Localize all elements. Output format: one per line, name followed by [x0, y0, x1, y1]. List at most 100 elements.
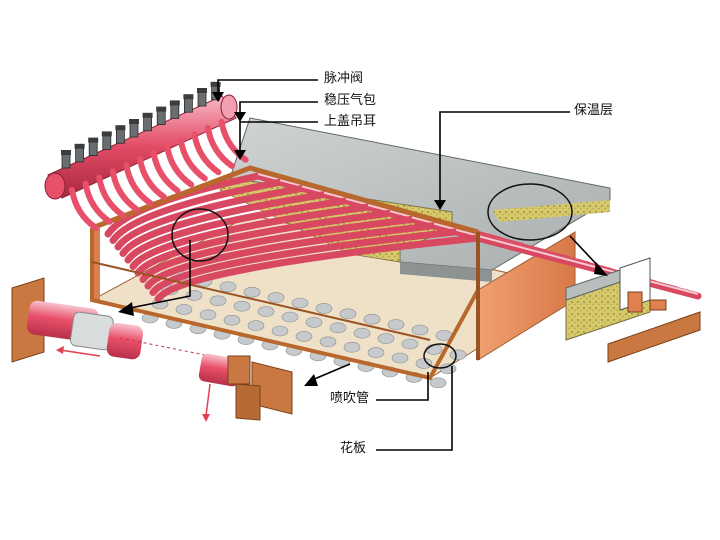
pulse-valve-cap	[210, 81, 221, 87]
pulse-valve-cap	[74, 143, 85, 149]
tube-sheet-hole	[219, 281, 237, 293]
tube-sheet-hole	[185, 290, 203, 301]
pulse-valve-cap	[156, 106, 167, 112]
valve-elbow	[191, 131, 222, 176]
pulse-valve	[102, 134, 112, 150]
leader-arrowheads	[118, 92, 608, 386]
pulse-valve	[170, 104, 180, 119]
pulse-valve-cap	[129, 119, 139, 124]
tube-sheet-hole	[411, 324, 429, 336]
tube-sheet-hole	[209, 295, 227, 307]
blow-pipe	[129, 203, 592, 270]
blow-pipe	[124, 197, 570, 264]
frame-front	[90, 228, 480, 381]
tube-sheet-hole	[271, 325, 289, 337]
tube-sheet-hole	[223, 314, 241, 326]
valve-elbow	[205, 125, 235, 169]
tube-sheet-hole	[353, 327, 371, 339]
label-header-tank: 稳压气包	[324, 93, 377, 108]
valve-elbows	[69, 118, 249, 231]
pulse-valve	[143, 116, 153, 132]
tube-sheet-hole	[367, 347, 385, 358]
tube-sheet-hole	[377, 333, 395, 344]
blow-pipe	[119, 191, 548, 257]
cover-edge	[400, 262, 492, 282]
tube-sheet-hole	[281, 311, 299, 323]
pulse-valve-cap	[115, 125, 126, 131]
insulation-right	[492, 200, 610, 222]
blow-pipe	[154, 234, 702, 303]
valve-elbow	[164, 143, 195, 188]
tube-sheet-hole	[247, 320, 265, 331]
tube-sheet-hole	[343, 341, 361, 353]
pulse-valve-cap	[88, 137, 99, 143]
tube-sheet-hole	[401, 338, 419, 350]
pulse-valve	[116, 128, 125, 144]
tube-sheet-hole	[291, 297, 309, 309]
pulse-valve	[129, 122, 139, 138]
pulse-valve-cap	[61, 150, 71, 155]
blow-pipe	[149, 228, 680, 296]
pulse-valve-cap	[197, 88, 207, 93]
detail-circle-right	[487, 183, 573, 241]
label-pulse-valve: 脉冲阀	[324, 71, 364, 86]
tube-sheet-hole	[175, 304, 193, 315]
detail-circle-left	[171, 208, 229, 262]
blow-pipe	[134, 209, 614, 277]
tube-sheet-hole	[305, 317, 323, 328]
tube-sheet-hole	[243, 286, 261, 298]
left-detail	[11, 277, 293, 422]
pulse-valve	[88, 141, 98, 157]
tube-sheet-hole	[339, 308, 357, 320]
blow-pipe-highlight	[477, 235, 699, 295]
pulse-valve	[156, 110, 166, 125]
label-cover-lug: 上盖吊耳	[324, 114, 377, 129]
tube-sheet-hole	[315, 303, 333, 314]
tube-sheet-hole	[449, 349, 467, 361]
header-tank	[44, 94, 238, 200]
detail-circle-bottom	[423, 343, 457, 369]
pulse-valve	[183, 97, 193, 113]
valve-elbow	[123, 162, 154, 207]
right-detail	[565, 257, 701, 363]
tube-sheet-hole	[429, 377, 447, 389]
valve-elbow	[218, 118, 249, 163]
blow-pipe	[114, 184, 526, 251]
valve-elbow	[96, 174, 127, 219]
pulse-valve-cap	[183, 94, 194, 100]
pulse-valve	[75, 147, 84, 163]
frame-top-left	[91, 165, 479, 235]
tube-sheet-hole	[199, 309, 217, 321]
tube-sheet-hole	[267, 292, 285, 303]
tube-sheet-hole	[363, 313, 381, 325]
pulse-valve	[61, 153, 71, 169]
valve-elbow	[69, 187, 99, 231]
blow-pipe	[139, 215, 636, 283]
tube-sheet-hole	[425, 344, 443, 355]
tube-sheet-hole	[295, 331, 313, 342]
frame-mid	[91, 261, 431, 341]
label-blow-pipe: 喷吹管	[330, 391, 370, 406]
pulse-valve-cap	[169, 100, 180, 106]
leader-lines	[129, 79, 601, 451]
pulse-valve-cap	[142, 112, 153, 118]
label-insulation: 保温层	[574, 103, 614, 118]
tube-sheet-hole	[319, 336, 337, 348]
tube-sheet-hole	[233, 300, 251, 312]
valve-elbow	[137, 156, 167, 200]
valve-elbow	[177, 137, 208, 182]
tube-sheet-hole	[439, 363, 457, 375]
label-tube-sheet: 花板	[340, 441, 367, 456]
valve-elbow	[109, 168, 140, 213]
tube-sheet-hole	[391, 352, 409, 364]
pulse-valve	[197, 91, 207, 107]
pulse-valve-cap	[101, 131, 112, 137]
tube-sheet-hole	[257, 306, 275, 317]
tube-sheet-hole	[329, 322, 347, 334]
blow-pipe	[109, 178, 504, 244]
valve-elbow	[82, 180, 113, 225]
valve-elbow	[150, 149, 181, 194]
tube-sheet-hole	[387, 319, 405, 330]
